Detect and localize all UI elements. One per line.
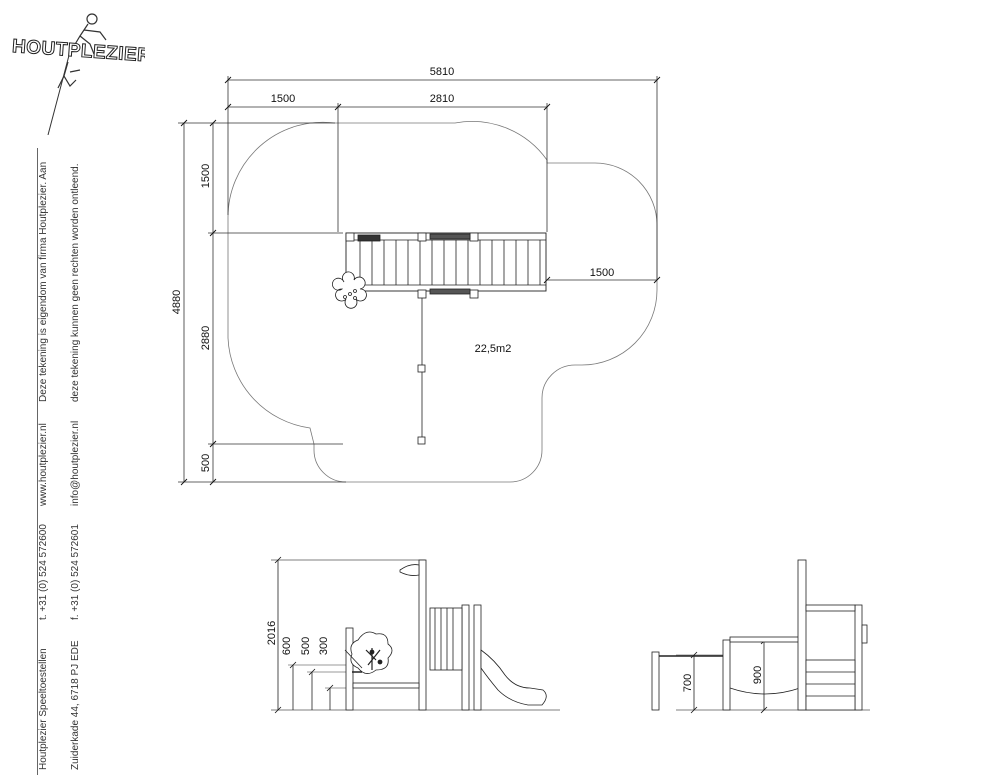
dim-total-width: 5810 [430, 66, 454, 78]
safety-zone-outline [227, 121, 658, 483]
sidebar-rule [37, 148, 38, 775]
sidebar: HOUTPLEZIER Deze tekening is eigendom va… [0, 0, 153, 775]
side-dim-600: 600 [281, 637, 293, 655]
dim-total-height: 4880 [171, 290, 183, 314]
dim-mid-width: 2810 [430, 93, 454, 105]
side-dim-total-height: 2016 [266, 621, 278, 645]
structure-plan [332, 232, 547, 445]
plan-view [178, 76, 661, 486]
end-dim-900: 900 [752, 666, 764, 684]
area-label: 22,5m2 [475, 343, 512, 355]
end-view [651, 559, 870, 714]
dim-bottom-height: 500 [200, 454, 212, 472]
dim-right-width: 1500 [590, 267, 614, 279]
side-dim-500: 500 [300, 637, 312, 655]
side-view [271, 556, 560, 714]
logo: HOUTPLEZIER [10, 10, 153, 136]
dim-mid-height: 2880 [200, 326, 212, 350]
dim-top-height: 1500 [200, 164, 212, 188]
end-dim-700: 700 [682, 674, 694, 692]
dim-left-width: 1500 [271, 93, 295, 105]
logo-mark: HOUTPLEZIER [11, 13, 153, 136]
side-dim-300: 300 [318, 637, 330, 655]
